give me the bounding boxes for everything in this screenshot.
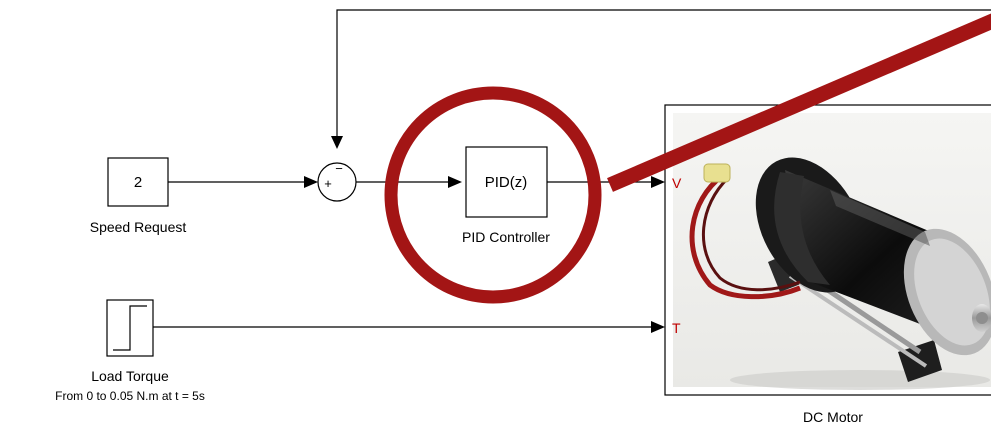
speed-request-block[interactable] <box>107 157 169 207</box>
dc-motor-port-t: T <box>672 320 681 336</box>
pid-controller-inner-text: PID(z) <box>485 174 528 191</box>
dc-motor-photo <box>689 157 991 390</box>
feedback-wire[interactable] <box>336 9 991 136</box>
annotation-circle <box>384 13 991 304</box>
load-torque-label: Load Torque <box>91 368 169 384</box>
feedback-arrowhead <box>331 136 343 149</box>
dc-motor-label: DC Motor <box>803 409 863 425</box>
speed-request-label: Speed Request <box>90 219 187 235</box>
pid-controller-label: PID Controller <box>462 229 550 245</box>
load-torque-sublabel: From 0 to 0.05 N.m at t = 5s <box>55 389 205 403</box>
torque-to-motor-arrowhead <box>651 321 665 333</box>
sum-block[interactable] <box>317 162 357 202</box>
sum-to-pid-arrowhead <box>448 176 462 188</box>
dc-motor-port-v: V <box>672 175 682 191</box>
pid-to-motor-arrowhead <box>651 176 665 188</box>
speed-request-value: 2 <box>134 174 142 191</box>
sum-minus-sign: − <box>335 161 343 176</box>
speed-to-sum-arrowhead <box>304 176 318 188</box>
pid-controller-block[interactable] <box>465 146 548 218</box>
sum-plus-sign: + <box>324 176 332 191</box>
step-signal-icon <box>113 305 147 351</box>
